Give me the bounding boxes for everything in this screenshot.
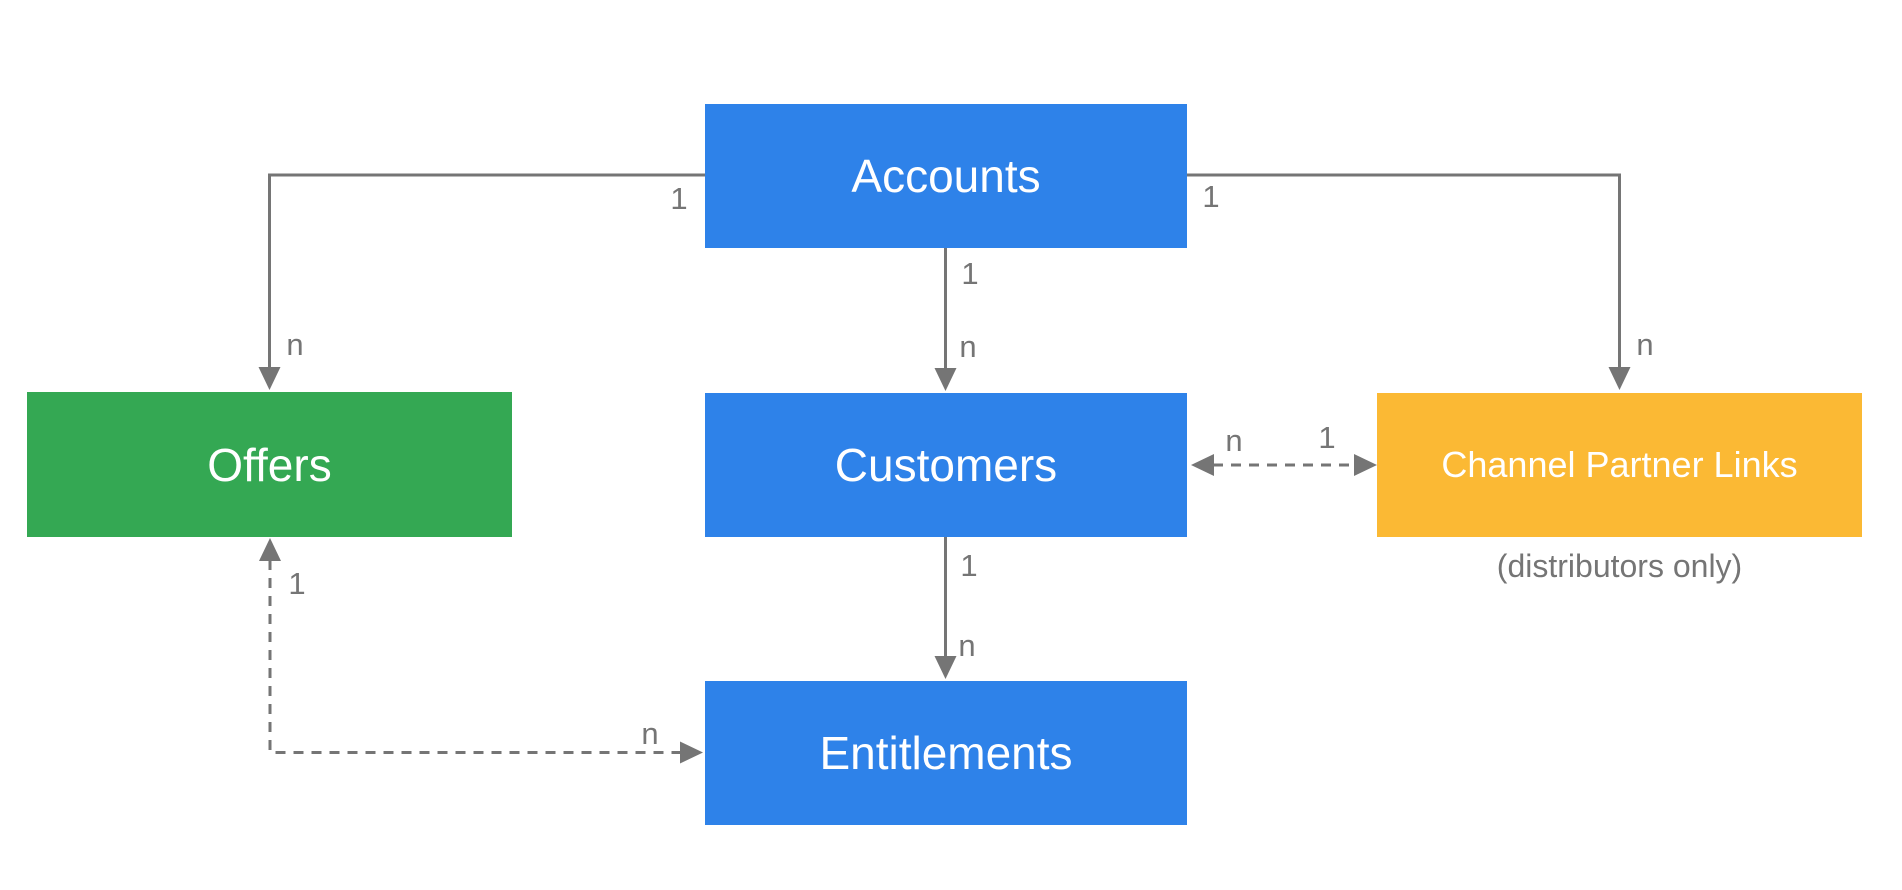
node-entitlements-label: Entitlements (819, 727, 1073, 779)
edge-accounts-offers (258, 173, 705, 390)
edge-accounts-cpl (1187, 173, 1631, 390)
node-offers: Offers (27, 392, 512, 537)
node-accounts: Accounts (705, 104, 1187, 248)
edge-accounts-cpl-label-1: 1 (1202, 179, 1219, 214)
edge-customers-entitlements-label-n: n (958, 628, 975, 663)
edge-accounts-cpl-label-n: n (1636, 327, 1653, 362)
edge-customers-cpl-label-n: n (1225, 423, 1242, 458)
node-channel-partner-links-label: Channel Partner Links (1441, 444, 1798, 485)
edge-accounts-offers-label-1: 1 (670, 181, 687, 216)
edge-accounts-offers-label-n: n (286, 327, 303, 362)
channel-partner-links-caption: (distributors only) (1496, 548, 1743, 584)
edge-offers-entitlements-label-n: n (641, 716, 658, 751)
edge-accounts-customers-label-1: 1 (961, 256, 978, 291)
edge-accounts-customers-label-n: n (959, 329, 976, 364)
node-customers: Customers (705, 393, 1187, 537)
node-entitlements: Entitlements (705, 681, 1187, 825)
node-offers-label: Offers (207, 438, 332, 491)
edge-offers-entitlements (259, 538, 703, 764)
edge-offers-entitlements-label-1: 1 (288, 566, 305, 601)
node-accounts-label: Accounts (851, 150, 1041, 202)
edge-customers-entitlements-label-1: 1 (960, 548, 977, 583)
node-channel-partner-links: Channel Partner Links (1377, 393, 1862, 537)
edge-customers-cpl-label-1: 1 (1318, 420, 1335, 455)
node-customers-label: Customers (834, 439, 1058, 491)
